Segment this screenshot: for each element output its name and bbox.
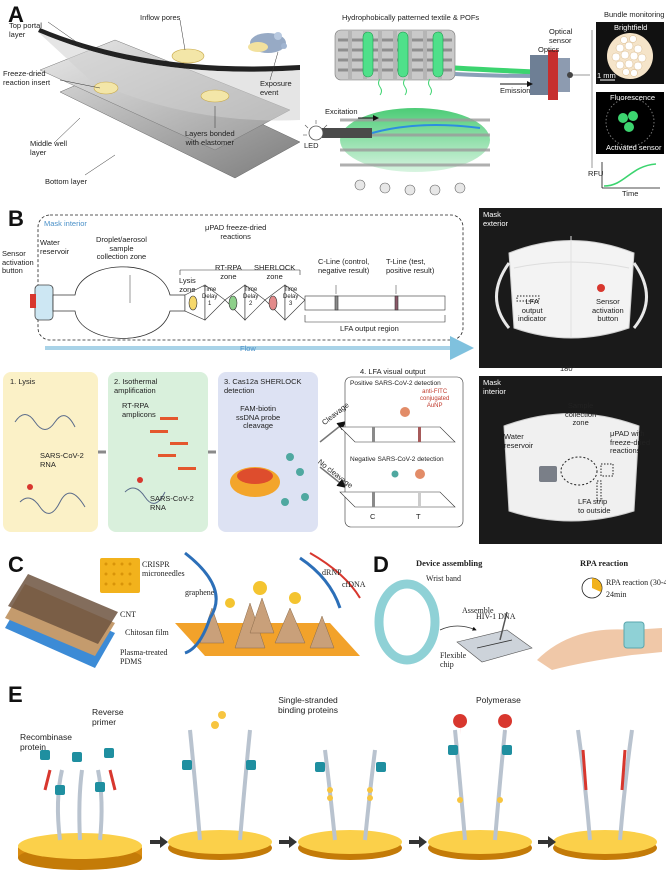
- label-sensor-activation-button: Sensor activation button: [2, 249, 34, 276]
- label-time-delay-2: Time Delay 2: [243, 287, 259, 307]
- label-sars-rna-1: SARS-CoV-2 RNA: [40, 451, 84, 469]
- label-lfa-strip: LFA strip to outside: [578, 497, 611, 515]
- label-c-line: C-Line (control, negative result): [318, 257, 370, 275]
- bundle-brightfield-dots: [611, 35, 647, 77]
- label-sensor-activation-button-2: Sensor activation button: [592, 297, 624, 324]
- label-optical-sensor: Optical sensor: [549, 27, 573, 45]
- label-excitation: Excitation: [325, 107, 358, 116]
- label-mask-interior: Mask interior: [44, 219, 87, 228]
- label-reverse-primer: Reverse primer: [92, 707, 124, 727]
- label-lfa-output-region: LFA output region: [340, 324, 399, 333]
- label-upad-freeze-dried: μPAD with freeze-dried reactions: [610, 429, 651, 456]
- label-fam-probe: FAM-biotin ssDNA probe cleavage: [236, 404, 281, 431]
- mask-exterior-drawing: [495, 236, 648, 339]
- label-positive-detection: Positive SARS-CoV-2 detection: [350, 380, 441, 387]
- label-lfa-output-indicator: LFA output indicator: [518, 297, 547, 324]
- panel-letter-c: C: [8, 552, 24, 577]
- label-time: Time: [622, 189, 639, 198]
- label-exposure-event: Exposure event: [260, 79, 292, 97]
- label-rpa-time: 24min: [606, 590, 627, 599]
- label-top-portal-layer: Top portal layer: [9, 21, 42, 39]
- label-plasma-pdms: Plasma-treated PDMS: [120, 648, 168, 667]
- label-rt-rpa-amplicons: RT-RPA amplicons: [122, 401, 156, 419]
- mask-interior-photo: [479, 376, 662, 544]
- label-rt-rpa-zone: RT-RPA zone: [215, 263, 242, 281]
- mask-interior-drawing: [503, 413, 640, 522]
- label-scale-1mm: 1 mm: [597, 71, 616, 80]
- label-c-strip: C: [370, 512, 376, 521]
- label-rpa-reaction-title: RPA reaction: [580, 558, 629, 568]
- label-step1-lysis: 1. Lysis: [10, 377, 36, 386]
- label-middle-well-layer: Middle well layer: [30, 139, 68, 157]
- label-negative-detection: Negative SARS-CoV-2 detection: [350, 456, 444, 463]
- label-sample-collection-zone: Sample collection zone: [565, 401, 597, 428]
- label-drnp: dRNP: [322, 568, 342, 577]
- panel-a-textile-illustration: [303, 22, 664, 196]
- label-rpa-reaction-detail: RPA reaction (30-42°C): [606, 578, 666, 587]
- panel-d-illustration: [374, 577, 662, 670]
- label-hiv-dna: HIV-1 DNA: [476, 612, 516, 621]
- label-crispr-microneedles: CRISPR microneedles: [142, 560, 185, 579]
- label-ssb: Single-stranded binding proteins: [278, 695, 339, 715]
- panel-letter-a: A: [8, 2, 24, 27]
- label-step3-sherlock: 3. Cas12a SHERLOCK detection: [224, 377, 302, 395]
- label-assemble: Assemble: [462, 606, 494, 615]
- label-graphene: graphene: [185, 588, 215, 597]
- panel-b-mask-schematic: [30, 214, 474, 360]
- label-time-delay-3: Time Delay 3: [283, 287, 299, 307]
- label-flexible-chip: Flexible chip: [440, 651, 467, 670]
- panel-b-process-flow: [3, 372, 464, 532]
- label-device-assembling: Device assembling: [416, 558, 483, 568]
- panel-letter-e: E: [8, 682, 23, 707]
- label-t-strip: T: [416, 512, 421, 521]
- label-sars-rna-2: SARS-CoV-2 RNA: [150, 494, 194, 512]
- label-emission: Emission: [500, 86, 531, 95]
- label-layers-bonded: Layers bonded with elastomer: [185, 129, 235, 147]
- label-led: LED: [304, 141, 319, 150]
- label-water-reservoir: Water reservoir: [40, 238, 70, 256]
- label-bundle-monitoring: Bundle monitoring: [604, 10, 665, 19]
- label-flow: Flow: [240, 344, 256, 353]
- label-freeze-dried-insert: Freeze-dried reaction insert: [3, 69, 51, 87]
- label-fluorescence: Fluorescence: [610, 93, 656, 102]
- label-cfdna: cfDNA: [342, 580, 366, 589]
- label-mask-exterior: Mask exterior: [483, 210, 509, 228]
- panel-e-illustration: [18, 711, 657, 870]
- label-inflow-pores: Inflow pores: [140, 13, 181, 22]
- label-lysis-zone: Lysis zone: [179, 276, 196, 294]
- label-chitosan-film: Chitosan film: [125, 628, 169, 637]
- label-rotate-180: 180°: [560, 364, 576, 373]
- label-rfu: RFU: [588, 169, 604, 178]
- label-recombinase: Recombinase protein: [20, 732, 72, 752]
- label-sherlock-zone: SHERLOCK zone: [254, 263, 296, 281]
- panel-letter-b: B: [8, 206, 24, 231]
- panel-letter-d: D: [373, 552, 389, 577]
- label-water-reservoir-2: Water reservoir: [504, 432, 534, 450]
- label-upad-reactions: μPAD freeze-dried reactions: [205, 223, 267, 241]
- label-brightfield: Brightfield: [614, 23, 648, 32]
- label-activated-sensor: Activated sensor: [606, 143, 662, 152]
- label-polymerase: Polymerase: [476, 695, 521, 705]
- label-step2-amplification: 2. Isothermal amplification: [114, 377, 158, 395]
- panel-c-illustration: [5, 551, 361, 668]
- label-step4-lfa: 4. LFA visual output: [360, 367, 426, 376]
- label-time-delay-1: Time Delay 1: [202, 287, 218, 307]
- label-textile-title: Hydrophobically patterned textile & POFs: [342, 13, 480, 22]
- label-wrist-band: Wrist band: [426, 574, 462, 583]
- label-cnt: CNT: [120, 610, 136, 619]
- label-droplet-zone: Droplet/aerosol sample collection zone: [96, 235, 147, 262]
- label-optics: Optics: [538, 45, 560, 54]
- label-anti-fitc: anti-FITC conjugated AuNP: [420, 389, 450, 409]
- panel-a-layers-illustration: [38, 19, 301, 179]
- label-bottom-layer: Bottom layer: [45, 177, 88, 186]
- label-mask-interior-2: Mask interior: [483, 378, 506, 396]
- mask-exterior-photo: [479, 208, 662, 368]
- label-t-line: T-Line (test, positive result): [386, 257, 435, 275]
